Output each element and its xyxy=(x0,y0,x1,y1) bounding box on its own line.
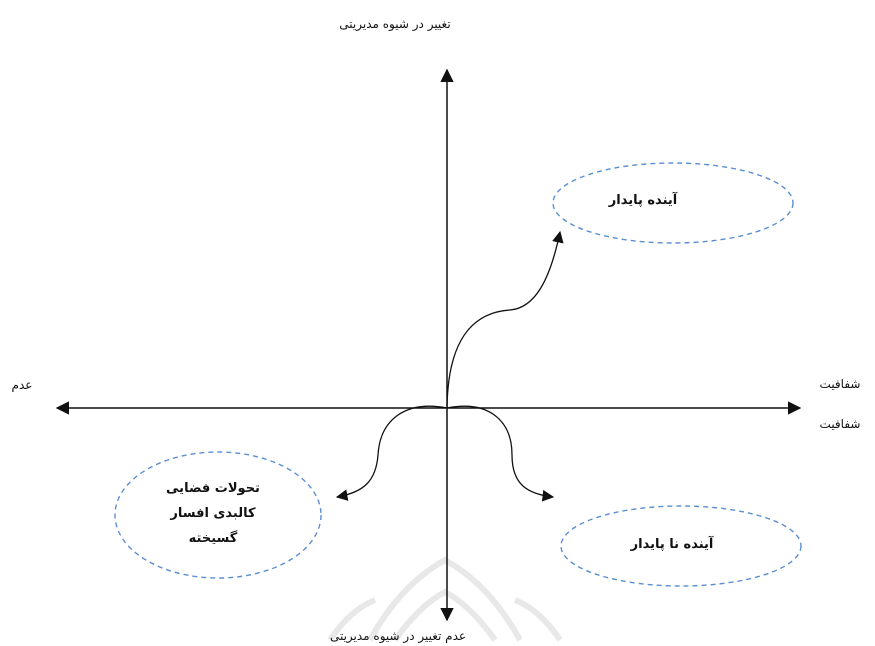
curve-to-sustainable xyxy=(446,230,564,409)
curve-to-unsustainable xyxy=(446,405,555,502)
right-axis-label-bottom: شفافیت xyxy=(820,417,861,431)
curve-to-chaotic xyxy=(335,405,448,501)
left-axis-label: عدم xyxy=(12,378,33,392)
sustainable-future-label: آینده پایدار xyxy=(608,191,678,208)
top-axis-label: تغییر در شیوه مدیریتی xyxy=(339,17,450,32)
watermark-logo xyxy=(327,556,563,642)
unsustainable-ellipse xyxy=(560,505,802,587)
watermark-arc-3 xyxy=(327,597,377,642)
chaotic-label-line-2: کالبدی افسار xyxy=(169,506,256,521)
sustainable-ellipse xyxy=(552,162,794,244)
unsustainable-future-label: آینده نا پایدار xyxy=(630,535,714,552)
watermark-arc-4 xyxy=(513,597,563,642)
chaotic-ellipse xyxy=(114,451,322,579)
chaotic-label-line-1: تحولات فضایی xyxy=(166,481,260,496)
watermark-arc-2 xyxy=(392,588,498,642)
chaotic-label-line-3: گسیخته xyxy=(189,530,238,546)
right-axis-label-top: شفافیت xyxy=(820,377,861,391)
bottom-axis-label: عدم تغییر در شیوه مدیریتی xyxy=(330,629,466,644)
watermark-arc-1 xyxy=(367,556,523,642)
